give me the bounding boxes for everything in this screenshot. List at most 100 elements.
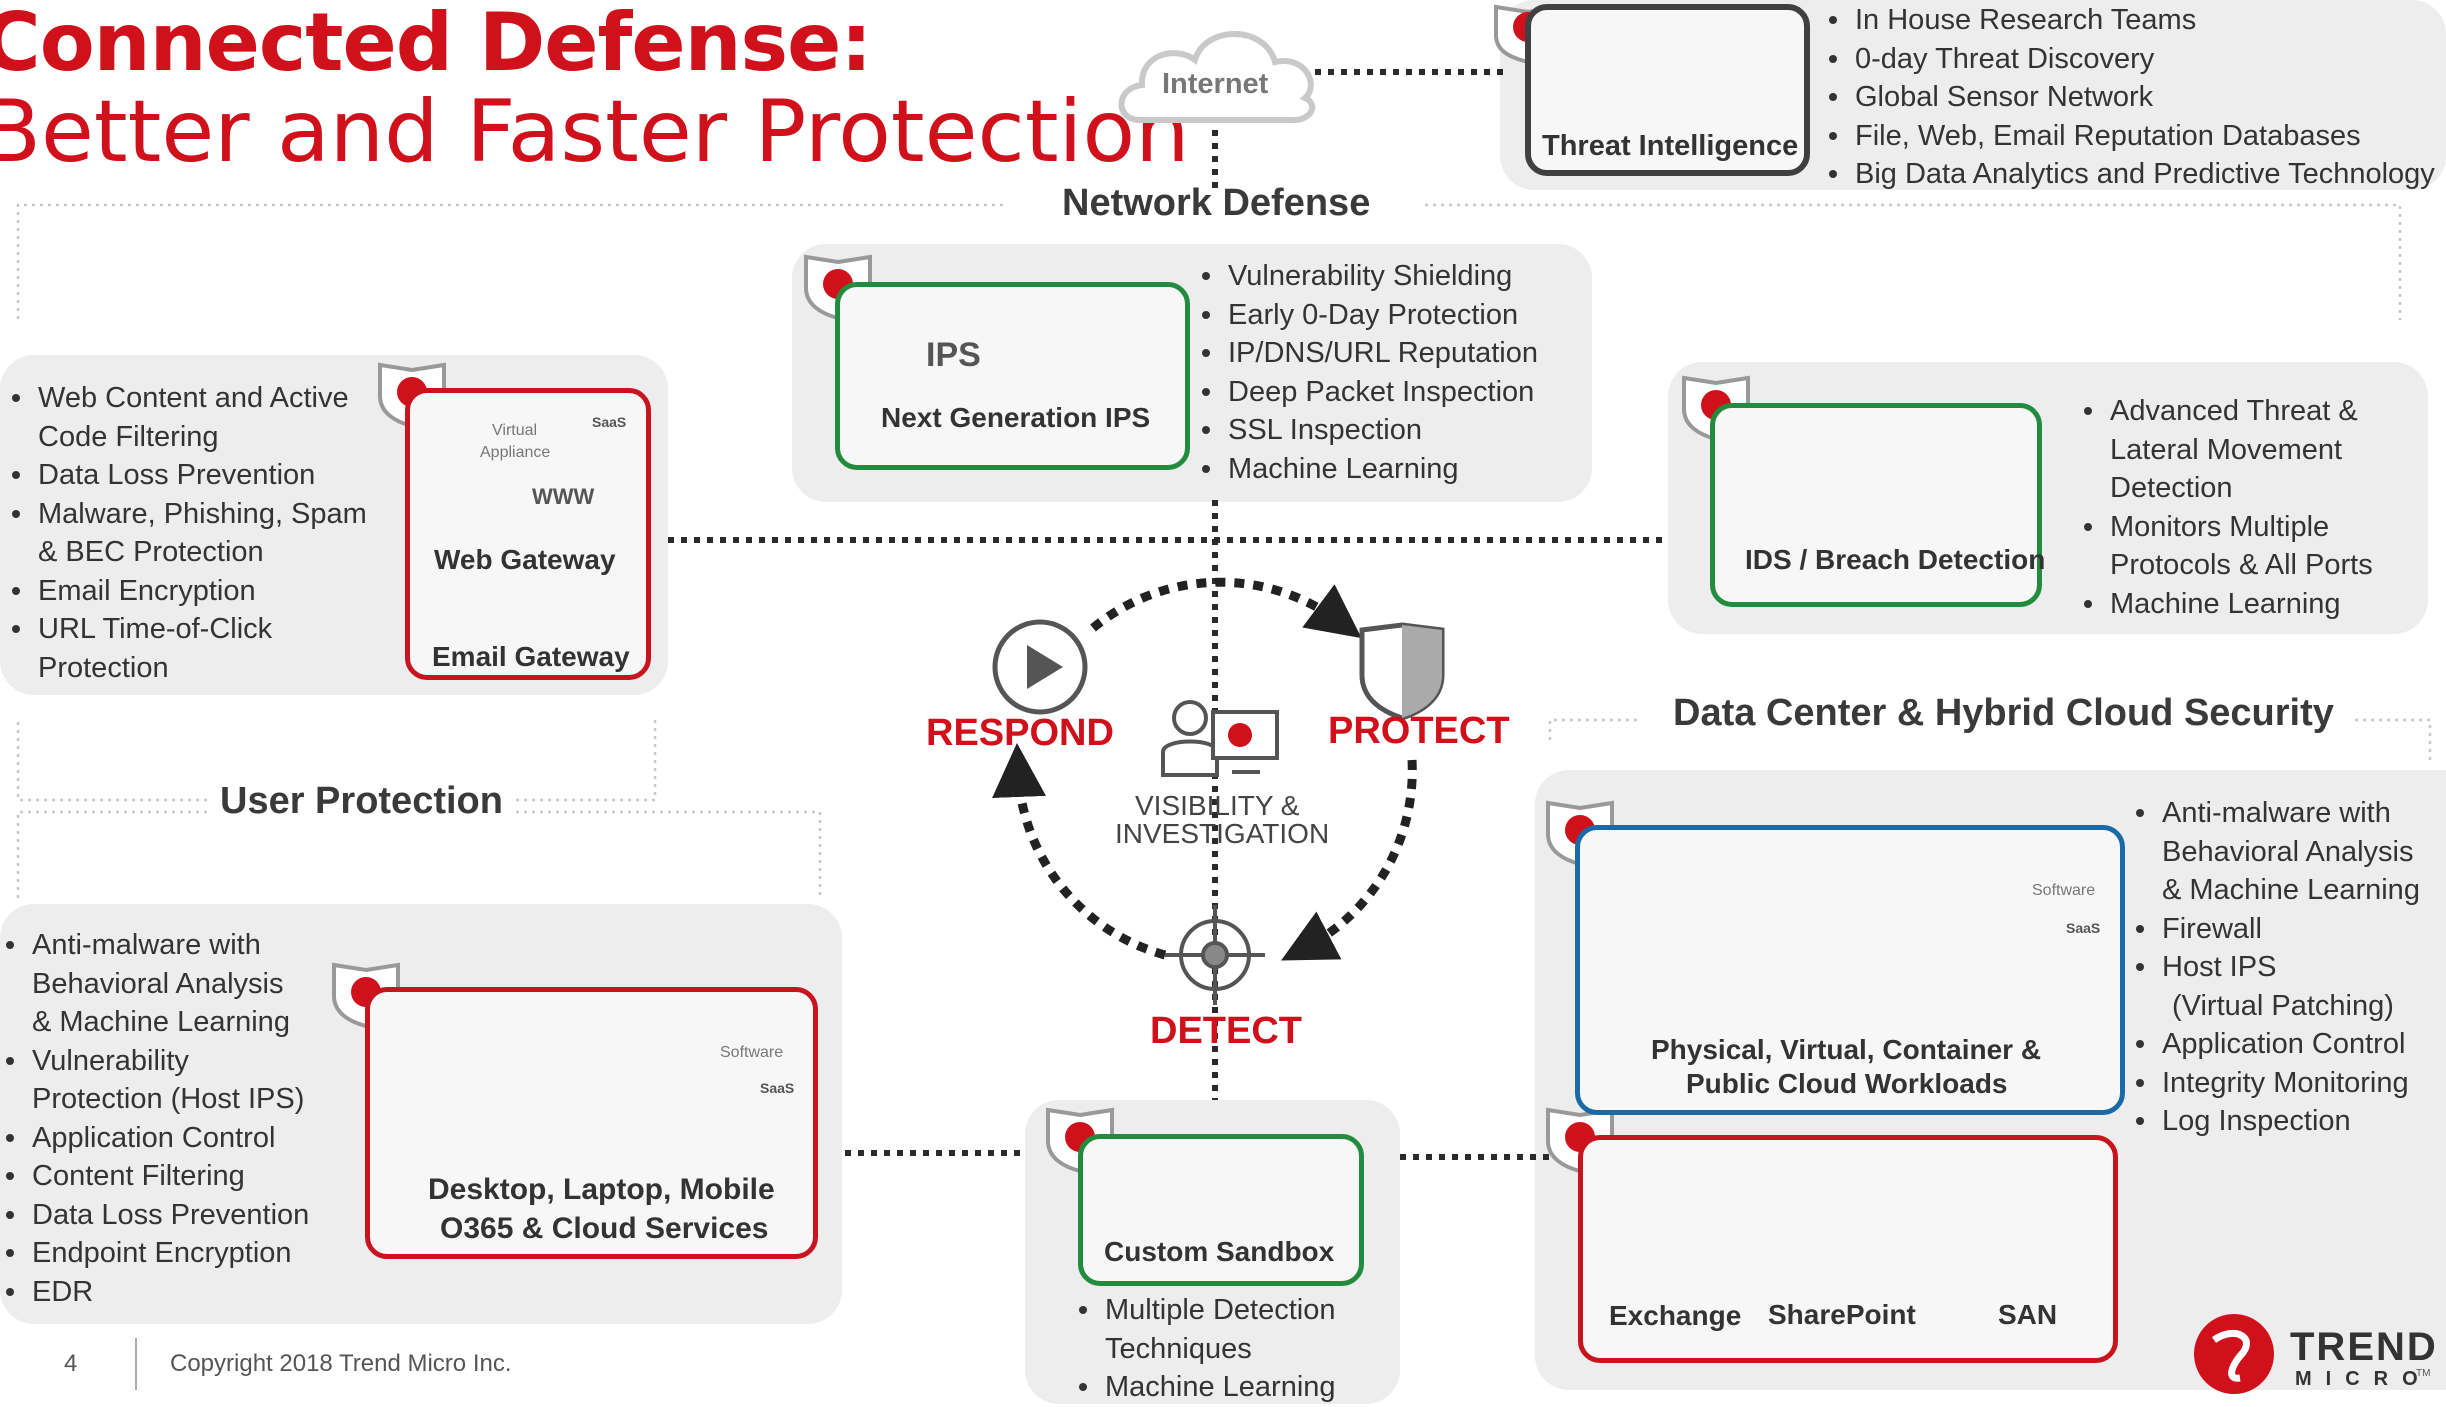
threat-intel-label: Threat Intelligence (1542, 130, 1799, 162)
gateway-bullets: Web Content and Active Code Filtering Da… (8, 379, 367, 687)
list-item-cont: Techniques (1105, 1332, 1252, 1365)
list-item: Firewall (2132, 910, 2420, 949)
www-label: WWW (532, 484, 595, 509)
list-item: Machine Learning (1075, 1368, 1336, 1407)
list-item: Data Loss Prevention (8, 456, 367, 495)
workloads-label-2: Public Cloud Workloads (1686, 1068, 2008, 1099)
list-item: Endpoint Encryption (2, 1234, 309, 1273)
list-item: Global Sensor Network (1825, 78, 2435, 117)
list-item: Web Content and Active (8, 379, 367, 418)
list-item: Email Encryption (8, 572, 367, 611)
ids-label: IDS / Breach Detection (1745, 544, 2046, 575)
sandbox-bullets: Multiple Detection Techniques Machine Le… (1075, 1291, 1336, 1407)
protect-label: PROTECT (1328, 710, 1510, 752)
user-protection-bullets: Anti-malware with Behavioral Analysis & … (2, 926, 309, 1311)
list-item: Deep Packet Inspection (1198, 373, 1538, 412)
gateway-box (405, 388, 651, 680)
list-item-cont: Lateral Movement (2110, 433, 2343, 466)
san-label: SAN (1998, 1299, 2058, 1330)
list-item: Host IPS (2132, 948, 2420, 987)
appliance-label: Appliance (480, 444, 551, 461)
list-item-cont: Protection (38, 651, 169, 684)
software-label: Software (720, 1044, 784, 1061)
data-center-bullets: Anti-malware with Behavioral Analysis & … (2132, 794, 2420, 1141)
list-item-cont: Protection (Host IPS) (32, 1083, 305, 1115)
ids-bullets: Advanced Threat & Lateral Movement Detec… (2080, 392, 2373, 623)
sharepoint-label: SharePoint (1768, 1299, 1916, 1330)
list-item: 0-day Threat Discovery (1825, 40, 2435, 79)
ips-badge: IPS (926, 336, 981, 374)
list-item: Log Inspection (2132, 1102, 2420, 1141)
list-item: SSL Inspection (1198, 411, 1538, 450)
email-gateway-label: Email Gateway (432, 641, 630, 672)
list-item: Monitors Multiple (2080, 508, 2373, 547)
endpoint-label-2: O365 & Cloud Services (440, 1212, 769, 1245)
list-item: IP/DNS/URL Reputation (1198, 334, 1538, 373)
list-item: Vulnerability Shielding (1198, 257, 1538, 296)
list-item: Integrity Monitoring (2132, 1064, 2420, 1103)
storage-box (1578, 1135, 2118, 1363)
threat-intel-bullets: In House Research Teams 0-day Threat Dis… (1825, 1, 2435, 194)
list-item: Machine Learning (1198, 450, 1538, 489)
list-item: Malware, Phishing, Spam (8, 495, 367, 534)
list-item-cont: (Virtual Patching) (2172, 989, 2394, 1022)
list-item-cont: Behavioral Analysis (32, 967, 284, 1000)
internet-label: Internet (1162, 68, 1269, 100)
list-item: Anti-malware with (2, 926, 309, 965)
slide-subtitle: Better and Faster Protection (0, 82, 1190, 182)
dc-saas-label: SaaS (2066, 920, 2101, 936)
list-item: File, Web, Email Reputation Databases (1825, 117, 2435, 156)
list-item: Machine Learning (2080, 585, 2373, 624)
list-item: Data Loss Prevention (2, 1196, 309, 1235)
list-item: Content Filtering (2, 1157, 309, 1196)
brand-name-top: TREND (2290, 1325, 2438, 1369)
ips-label: Next Generation IPS (881, 402, 1151, 433)
visibility-label-1: VISIBILITY & (1135, 790, 1300, 821)
list-item-cont: & Machine Learning (32, 1006, 290, 1038)
exchange-label: Exchange (1609, 1300, 1742, 1331)
list-item-cont: Code Filtering (38, 420, 219, 453)
ips-bullets: Vulnerability Shielding Early 0-Day Prot… (1198, 257, 1538, 488)
respond-label: RESPOND (926, 712, 1114, 754)
brand-name-bottom: MICRO (2295, 1368, 2432, 1390)
web-gateway-label: Web Gateway (434, 544, 616, 575)
list-item: EDR (2, 1273, 309, 1312)
sandbox-label: Custom Sandbox (1104, 1236, 1335, 1267)
list-item: Application Control (2, 1119, 309, 1158)
list-item-cont: Behavioral Analysis (2162, 835, 2414, 868)
list-item: Advanced Threat & (2080, 392, 2373, 431)
list-item-cont: & Machine Learning (2162, 874, 2420, 906)
network-defense-heading: Network Defense (1062, 182, 1371, 224)
workloads-box (1575, 825, 2125, 1115)
saas-label: SaaS (760, 1080, 795, 1096)
virtual-label: Virtual (492, 422, 538, 439)
visibility-label-2: INVESTIGATION (1115, 818, 1330, 849)
copyright: Copyright 2018 Trend Micro Inc. (170, 1350, 512, 1377)
list-item: In House Research Teams (1825, 1, 2435, 40)
list-item: Early 0-Day Protection (1198, 296, 1538, 335)
list-item-cont: & BEC Protection (38, 536, 264, 568)
slide-title: Connected Defense: (0, 0, 872, 89)
detect-label: DETECT (1150, 1010, 1302, 1052)
endpoint-label-1: Desktop, Laptop, Mobile (428, 1173, 775, 1206)
list-item: Application Control (2132, 1025, 2420, 1064)
brand-tm: TM (2416, 1368, 2431, 1379)
sandbox-box (1078, 1134, 1364, 1286)
workloads-label-1: Physical, Virtual, Container & (1651, 1034, 2042, 1065)
dc-software-label: Software (2032, 882, 2096, 899)
endpoint-box (365, 987, 818, 1259)
saas-label: SaaS (592, 414, 627, 430)
list-item: Anti-malware with (2132, 794, 2420, 833)
list-item-cont: Protocols & All Ports (2110, 549, 2373, 581)
ips-box (835, 282, 1190, 470)
page-number: 4 (64, 1350, 78, 1377)
list-item: Vulnerability (2, 1042, 309, 1081)
list-item-cont: Detection (2110, 472, 2233, 504)
data-center-heading: Data Center & Hybrid Cloud Security (1663, 692, 2344, 735)
list-item: Big Data Analytics and Predictive Techno… (1825, 155, 2435, 194)
list-item: URL Time-of-Click (8, 610, 367, 649)
ids-box (1710, 403, 2042, 607)
user-protection-heading: User Protection (210, 780, 513, 823)
list-item: Multiple Detection (1075, 1291, 1336, 1330)
threat-intel-box (1525, 4, 1810, 176)
